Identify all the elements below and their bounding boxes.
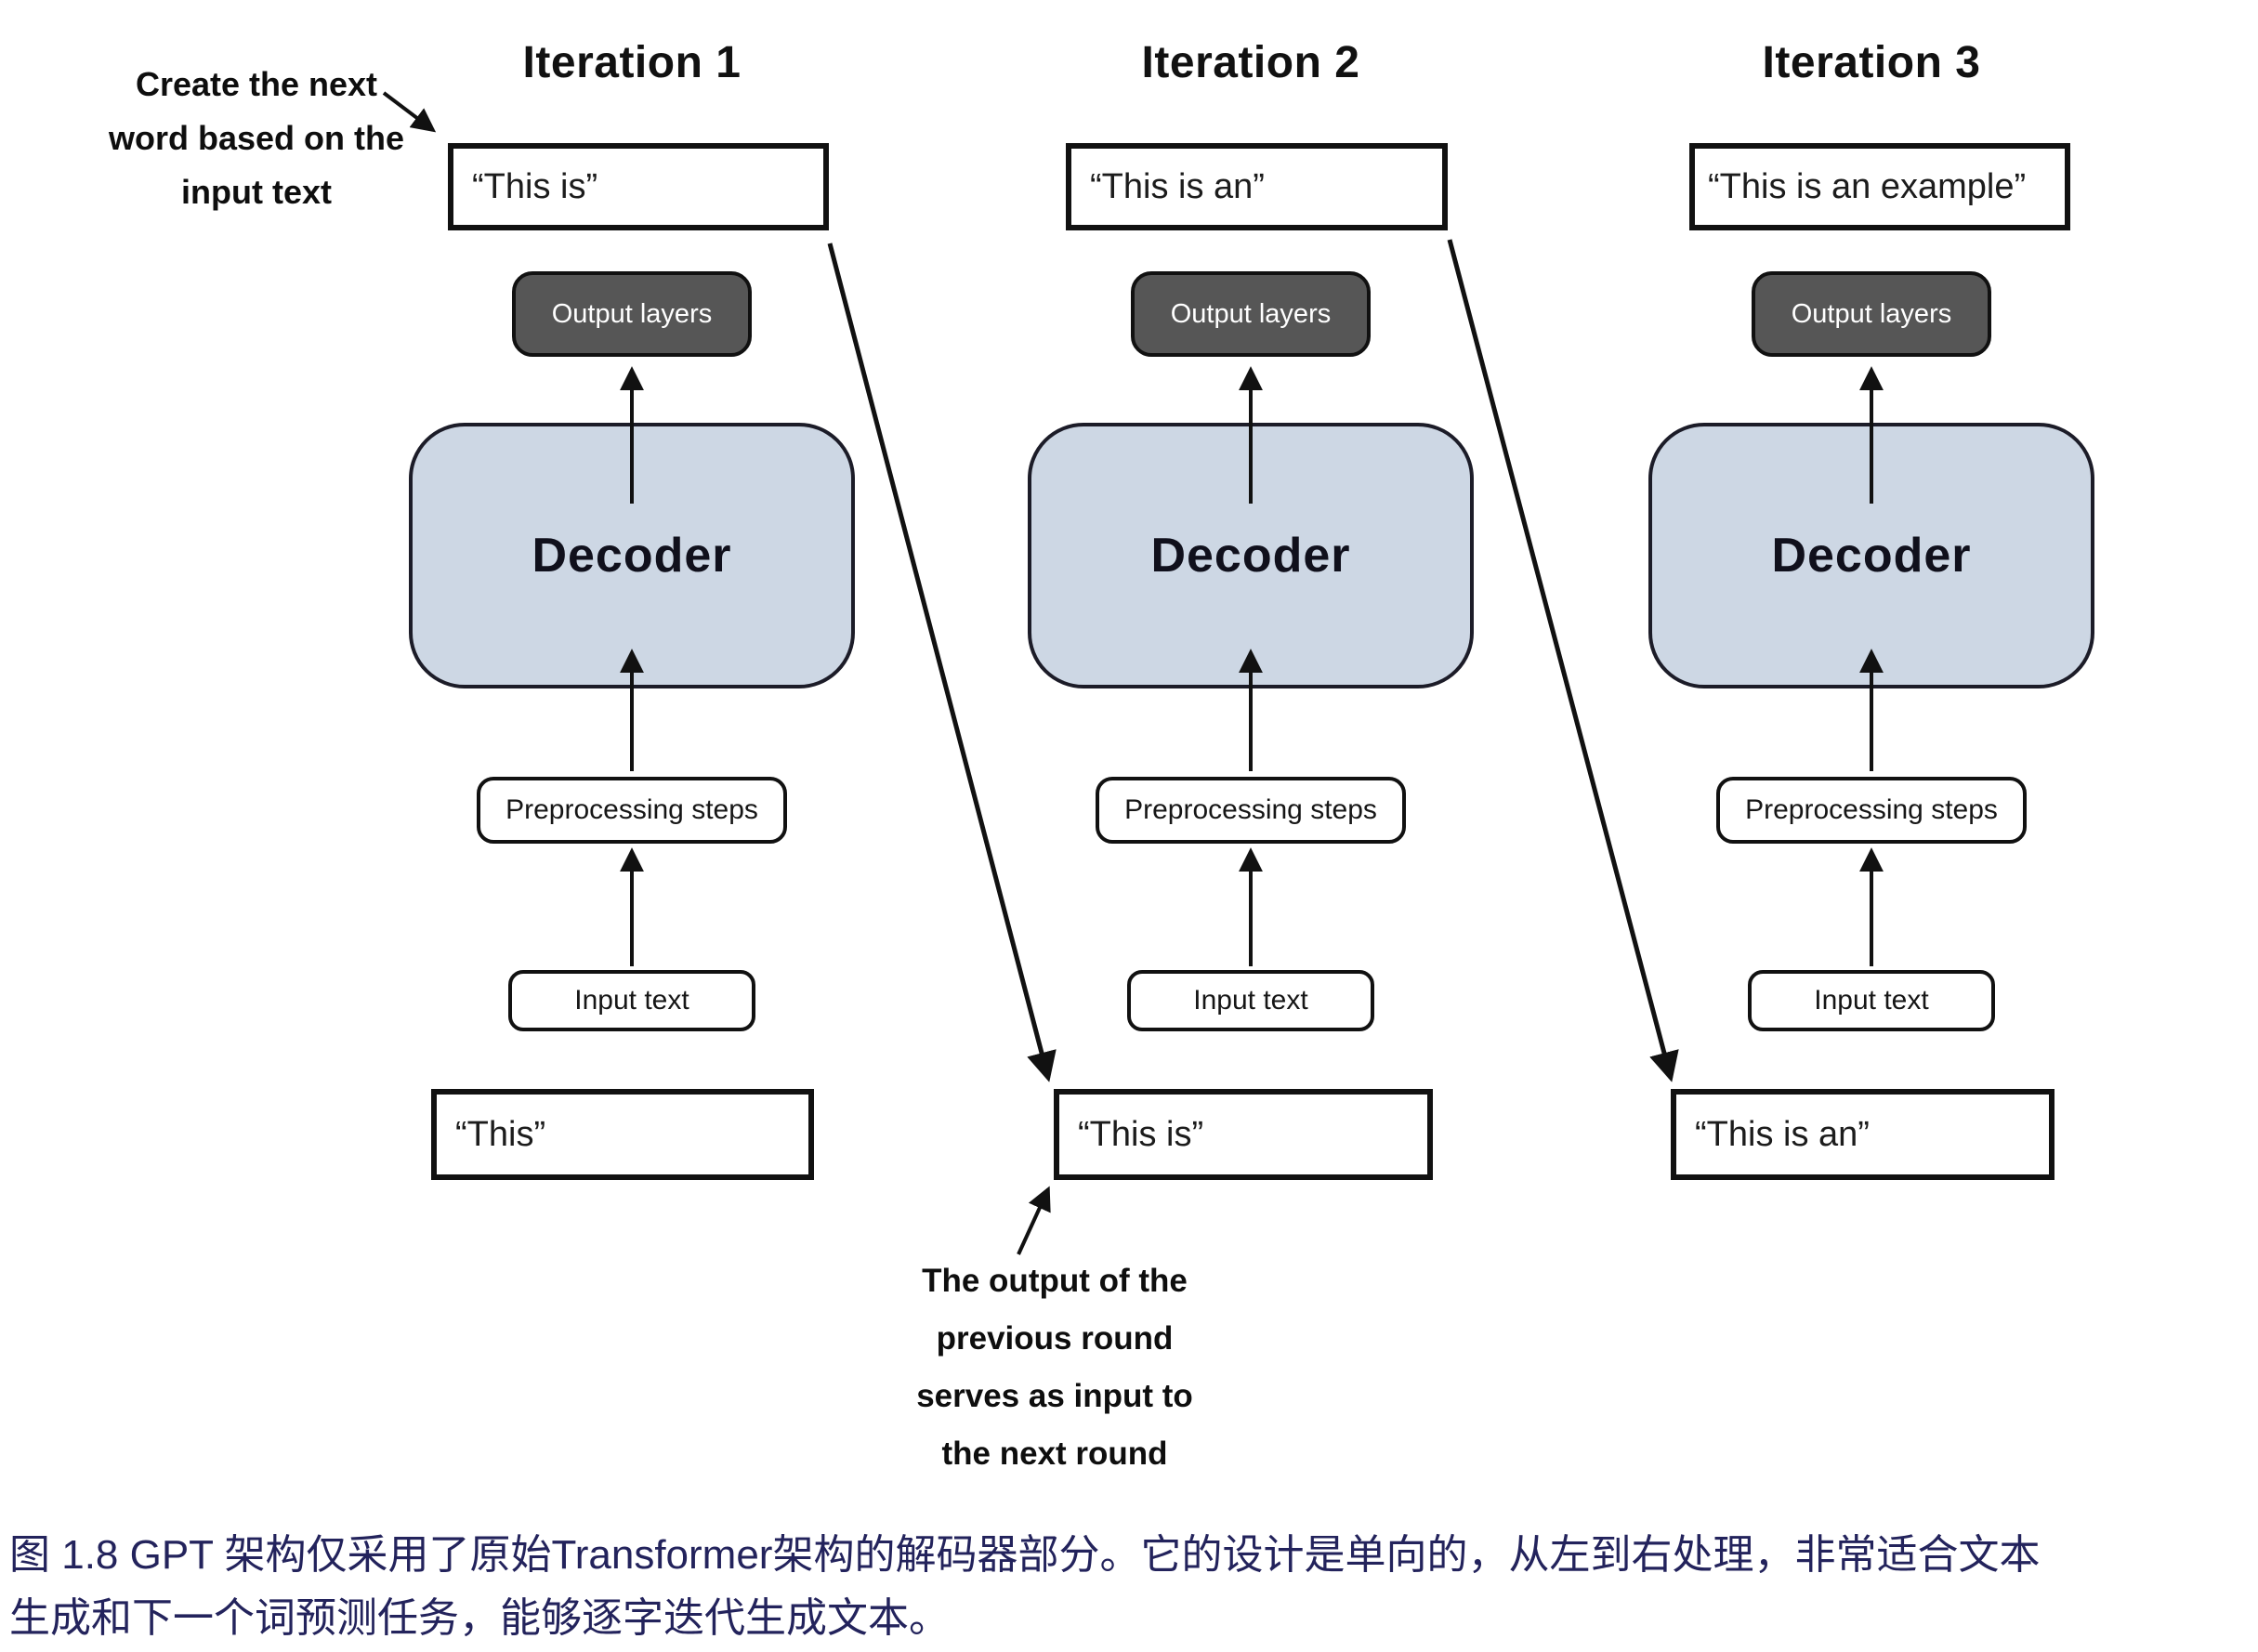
iteration-2-title: Iteration 2 bbox=[1141, 38, 1360, 87]
annotation-bottom-line-3: serves as input to bbox=[916, 1378, 1193, 1414]
iteration-2-decoder-box: Decoder bbox=[1028, 423, 1474, 688]
annotation-bottom-line-4: the next round bbox=[941, 1436, 1168, 1472]
annotation-create-next-word: Create the next word based on the input … bbox=[80, 58, 433, 219]
iteration-3-input-box: Input text bbox=[1748, 970, 1995, 1031]
iteration-1-input-label: Input text bbox=[574, 985, 689, 1016]
iteration-1-output-text: “This is” bbox=[472, 166, 598, 206]
iteration-1-decoder-label: Decoder bbox=[532, 529, 732, 583]
arrow-output1-to-input2 bbox=[827, 243, 1057, 1082]
iteration-1-preprocessing-label: Preprocessing steps bbox=[505, 794, 758, 825]
iteration-3-preprocessing-label: Preprocessing steps bbox=[1745, 794, 1998, 825]
iteration-2-input-label: Input text bbox=[1193, 985, 1308, 1016]
figure-caption: 图 1.8 GPT 架构仅采用了原始Transformer架构的解码器部分。它的… bbox=[9, 1524, 2040, 1650]
iteration-3-output-text: “This is an example” bbox=[1708, 166, 2027, 206]
iteration-2-output-text: “This is an” bbox=[1090, 166, 1265, 206]
annotation-bottom-line-1: The output of the bbox=[922, 1263, 1188, 1299]
annotation-top-line-3: input text bbox=[181, 173, 332, 211]
annotation-top-line-1: Create the next bbox=[135, 65, 378, 103]
iteration-3-title: Iteration 3 bbox=[1762, 38, 1981, 87]
iteration-1-input-text: “This” bbox=[455, 1114, 546, 1154]
iteration-2-input-box: Input text bbox=[1127, 970, 1374, 1031]
iteration-3-decoder-label: Decoder bbox=[1771, 529, 1972, 583]
iteration-3-input-text: “This is an” bbox=[1695, 1114, 1870, 1154]
iteration-2-input-text-box: “This is” bbox=[1054, 1089, 1433, 1180]
iteration-3-output-text-box: “This is an example” bbox=[1689, 143, 2070, 230]
iteration-1-output-layers-label: Output layers bbox=[551, 298, 713, 329]
annotation-output-serves-input: The output of the previous round serves … bbox=[860, 1252, 1250, 1483]
iteration-2-output-layers-label: Output layers bbox=[1170, 298, 1332, 329]
annotation-bottom-line-2: previous round bbox=[936, 1320, 1174, 1357]
annotation-top-line-2: word based on the bbox=[108, 119, 405, 157]
caption-line-1: 图 1.8 GPT 架构仅采用了原始Transformer架构的解码器部分。它的… bbox=[9, 1532, 2041, 1578]
iteration-3-decoder-box: Decoder bbox=[1648, 423, 2094, 688]
arrow-annotation-bottom bbox=[1017, 1186, 1051, 1255]
iteration-1-output-layers-box: Output layers bbox=[512, 271, 752, 357]
iteration-1-title: Iteration 1 bbox=[522, 38, 742, 87]
iteration-2-preprocessing-label: Preprocessing steps bbox=[1124, 794, 1377, 825]
iteration-3-input-label: Input text bbox=[1814, 985, 1929, 1016]
iteration-2-input-text: “This is” bbox=[1078, 1114, 1204, 1154]
iteration-2-preprocessing-box: Preprocessing steps bbox=[1096, 777, 1406, 844]
iteration-3-output-layers-label: Output layers bbox=[1791, 298, 1952, 329]
iteration-2-output-layers-box: Output layers bbox=[1131, 271, 1371, 357]
caption-line-2: 生成和下一个词预测任务，能够逐字迭代生成文本。 bbox=[9, 1595, 950, 1641]
arrow-output2-to-input3 bbox=[1447, 239, 1679, 1082]
iteration-1-input-text-box: “This” bbox=[431, 1089, 814, 1180]
iteration-1-decoder-box: Decoder bbox=[409, 423, 855, 688]
iteration-1-preprocessing-box: Preprocessing steps bbox=[477, 777, 787, 844]
iteration-3-output-layers-box: Output layers bbox=[1752, 271, 1991, 357]
iteration-2-output-text-box: “This is an” bbox=[1066, 143, 1448, 230]
iteration-1-output-text-box: “This is” bbox=[448, 143, 829, 230]
iteration-3-preprocessing-box: Preprocessing steps bbox=[1716, 777, 2027, 844]
iteration-1-input-box: Input text bbox=[508, 970, 755, 1031]
iteration-2-decoder-label: Decoder bbox=[1150, 529, 1351, 583]
iteration-3-input-text-box: “This is an” bbox=[1671, 1089, 2055, 1180]
